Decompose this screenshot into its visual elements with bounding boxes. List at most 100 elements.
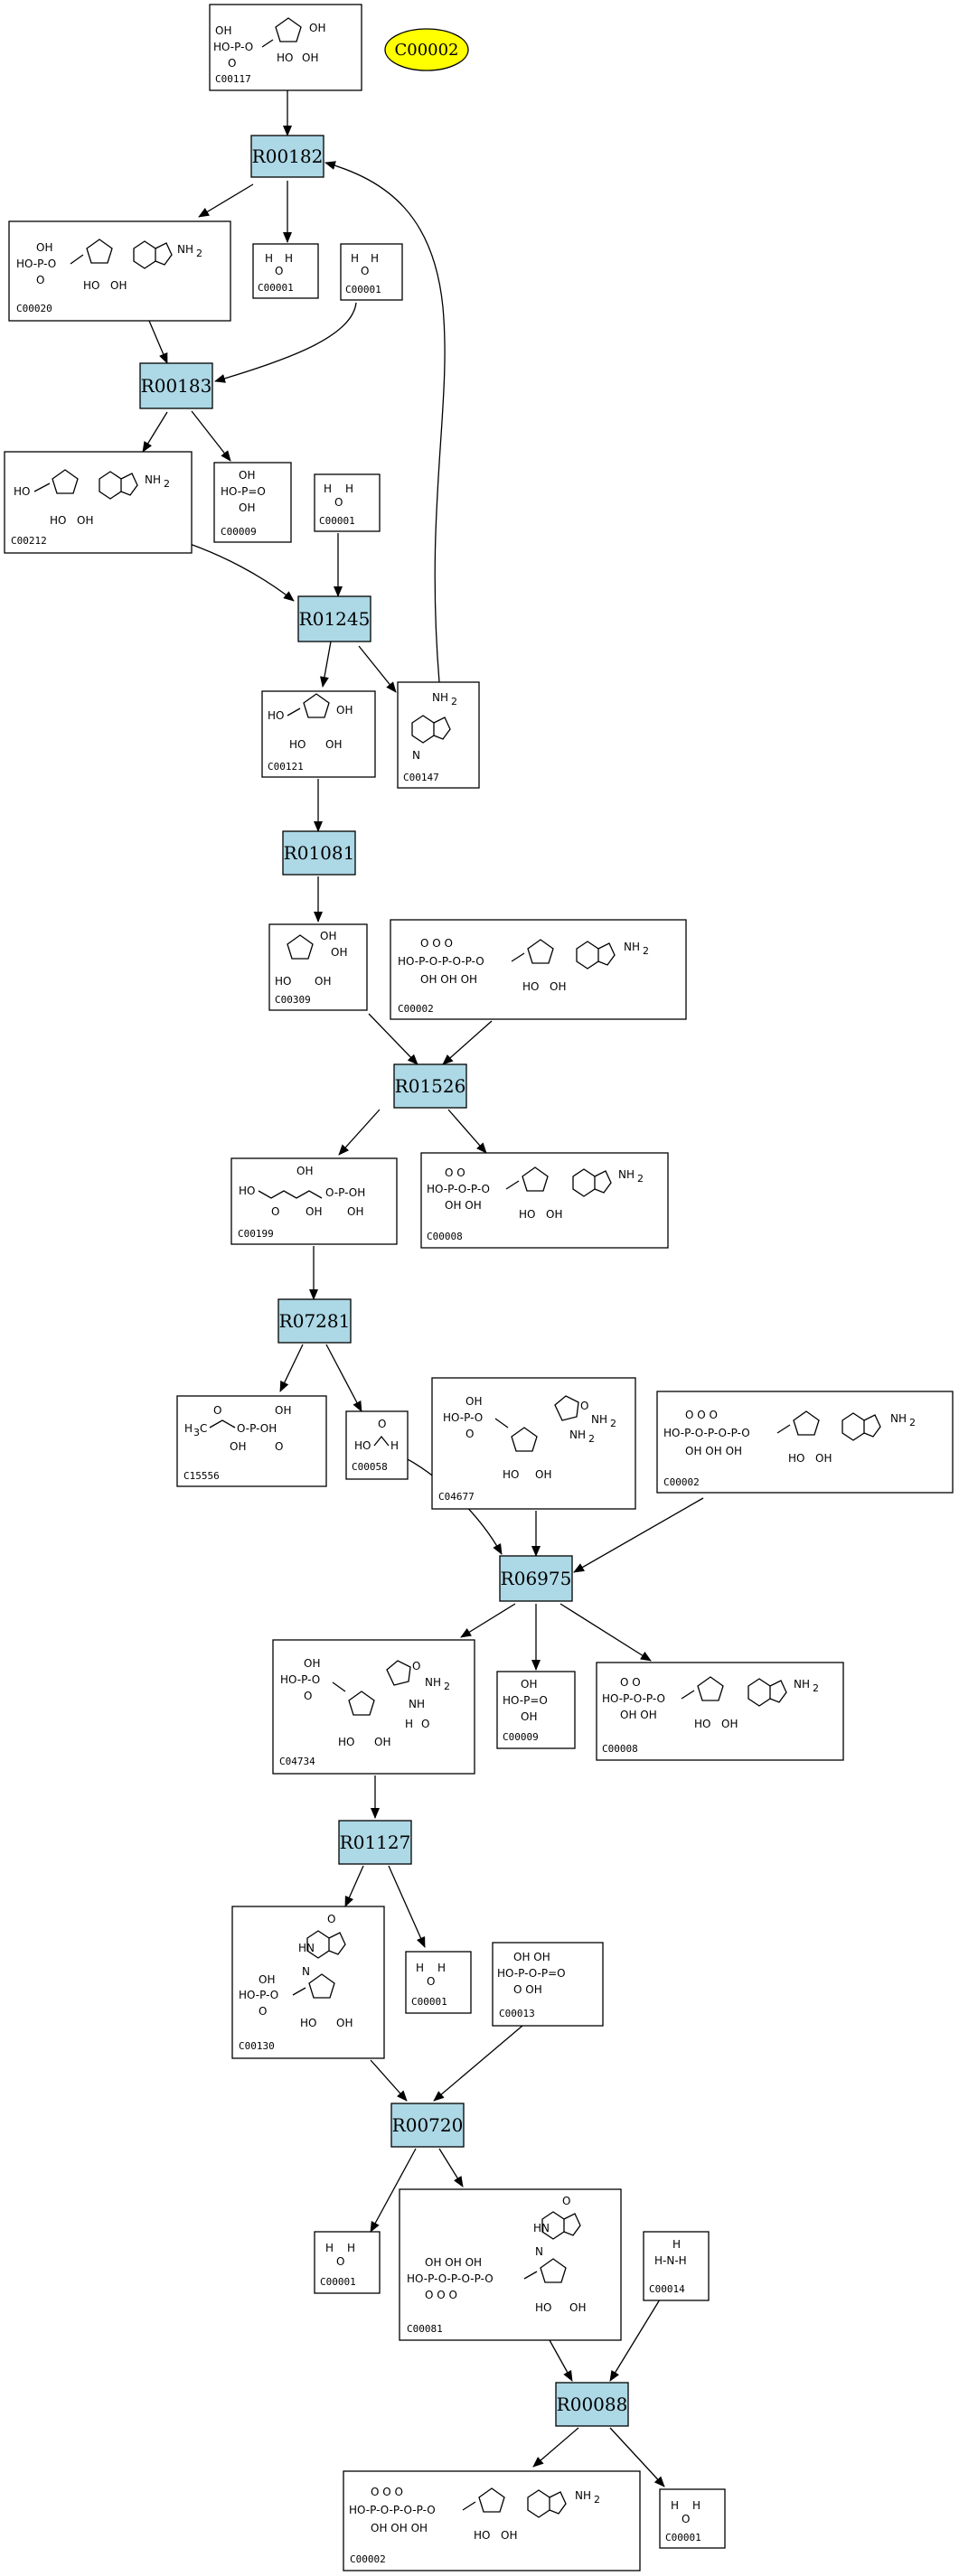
compound-node-c00009[interactable]: OH HO-P=O OH C00009 [213,462,292,543]
reaction-node-r00088[interactable]: R00088 [555,2382,629,2427]
svg-text:HO: HO [275,975,291,988]
reaction-node-r00720[interactable]: R00720 [390,2103,465,2148]
svg-text:H-N-H: H-N-H [654,2254,687,2267]
edge [358,645,397,693]
svg-text:HO: HO [788,1452,804,1465]
reaction-label: R06975 [501,1568,572,1589]
compound-node-c00001[interactable]: H H O C00001 [405,1951,472,2014]
svg-text:O-P-OH: O-P-OH [325,1186,365,1199]
svg-text:2: 2 [588,1433,595,1445]
edge [368,1013,418,1065]
compound-node-c00001[interactable]: H H O C00001 [252,243,319,299]
compound-label: C00002 [663,1476,700,1488]
reaction-label: R00720 [392,2114,464,2136]
compound-node-c00020[interactable]: OH HO-P-O O HO OH NH 2 C00020 [8,220,231,322]
reaction-node-r01127[interactable]: R01127 [338,1820,412,1865]
svg-text:NH: NH [624,941,640,953]
compound-node-c04734[interactable]: OH HO-P-O O HO OH O NH 2 NH H O C04734 [272,1639,475,1775]
compound-node-c00117[interactable]: OH HO-P-O O OH HO OH C00117 [209,4,362,91]
compound-node-c00001[interactable]: H H O C00001 [314,473,381,532]
compound-node-c00014[interactable]: H H-N-H C00014 [643,2231,710,2301]
svg-text:O: O [580,1400,588,1412]
svg-text:O: O [334,496,343,509]
svg-text:NH: NH [618,1168,635,1181]
svg-text:O: O [682,2513,690,2525]
structure-drawing: O O HO-P-O-P-O OH OH HO OH NH 2 [427,1166,644,1221]
compound-node-c00002[interactable]: O O O HO-P-O-P-O-P-O OH OH OH HO OH NH 2… [656,1391,954,1494]
svg-text:O: O [36,274,44,286]
svg-text:HO: HO [354,1439,371,1452]
reaction-node-r01526[interactable]: R01526 [393,1063,467,1109]
svg-text:H: H [351,252,359,265]
svg-text:O: O [336,2255,344,2268]
svg-text:OH: OH [77,514,93,527]
svg-text:O: O [304,1690,312,1702]
svg-text:OH: OH [325,738,342,751]
compound-node-c00001[interactable]: H H O C00001 [659,2488,726,2549]
structure-drawing: O O HO-P-O-P-O OH OH HO OH NH 2 [602,1676,819,1730]
compound-node-c00002[interactable]: O O O HO-P-O-P-O-P-O OH OH OH HO OH NH 2… [390,919,687,1020]
compound-label: C00058 [352,1461,388,1473]
compound-node-c00009[interactable]: OH HO-P=O OH C00009 [496,1671,576,1749]
edge [549,2339,573,2382]
structure-drawing: OH HO-P-O O HO OH NH 2 [16,239,202,292]
compound-node-c00212[interactable]: HO HO OH NH 2 C00212 [4,451,193,554]
svg-text:H: H [405,1718,413,1730]
compound-node-c00121[interactable]: HO OH HO OH C00121 [261,690,376,778]
reaction-node-r00183[interactable]: R00183 [139,362,213,409]
compound-node-c00001[interactable]: H H O C00001 [340,243,403,301]
svg-text:HO-P-O-P=O: HO-P-O-P=O [497,1967,566,1980]
compound-node-c00309[interactable]: OH OH HO OH C00309 [268,923,368,1011]
compound-node-c15556[interactable]: O OH H 3 C O-P-OH OH O C15556 [176,1395,327,1487]
svg-text:OH: OH [336,2017,353,2029]
compound-label: C00001 [258,282,294,294]
reaction-node-r07281[interactable]: R07281 [277,1298,352,1344]
svg-text:OH: OH [501,2529,517,2542]
compound-node-c00058[interactable]: O HO H C00058 [345,1410,409,1480]
reaction-node-r01081[interactable]: R01081 [282,830,356,876]
svg-text:2: 2 [444,1681,450,1692]
svg-text:NH: NH [177,243,193,256]
structure-drawing: O O O HO-P-O-P-O-P-O OH OH OH HO OH NH 2 [663,1409,916,1465]
compound-node-c00199[interactable]: OH HO O-P-OH O OH OH C00199 [230,1157,398,1245]
svg-text:OH: OH [336,704,353,717]
structure-drawing: H H O [265,252,293,277]
edge [214,302,357,383]
standalone-compound-node[interactable]: C00002 [384,28,469,71]
compound-node-c00147[interactable]: NH 2 N C00147 [397,681,480,789]
svg-text:2: 2 [610,1418,616,1429]
compound-label: C15556 [183,1470,220,1482]
svg-text:OH: OH [721,1718,738,1730]
structure-drawing: H H O [671,2499,700,2525]
compound-node-c00001[interactable]: H H O C00001 [314,2231,381,2294]
edge [142,411,168,453]
structure-drawing: OH HO-P=O OH [503,1678,548,1723]
svg-text:2: 2 [637,1173,644,1185]
compound-node-c00008[interactable]: O O HO-P-O-P-O OH OH HO OH NH 2 C00008 [420,1152,669,1249]
reaction-node-r01245[interactable]: R01245 [297,595,371,642]
svg-text:OH: OH [315,975,331,988]
compound-node-c00013[interactable]: OH OH HO-P-O-P=O O OH C00013 [492,1942,604,2027]
edge [559,1603,652,1662]
compound-node-c00002[interactable]: O O O HO-P-O-P-O-P-O OH OH OH HO OH NH 2… [343,2470,641,2571]
svg-text:HN: HN [533,2222,550,2234]
svg-text:HO: HO [694,1718,710,1730]
compound-label: C00001 [665,2532,701,2543]
svg-text:H: H [345,482,353,495]
compound-node-c00130[interactable]: O HN N OH HO-P-O O HO OH C00130 [231,1906,385,2059]
edge [442,1020,493,1065]
svg-text:OH: OH [535,1468,551,1481]
reaction-label: R01081 [284,842,355,864]
reaction-node-r00182[interactable]: R00182 [250,135,324,178]
compound-label: C00309 [275,994,311,1006]
reaction-node-r06975[interactable]: R06975 [499,1555,573,1602]
svg-text:HO: HO [503,1468,519,1481]
svg-text:H: H [692,2499,700,2512]
compound-node-c00008[interactable]: O O HO-P-O-P-O OH OH HO OH NH 2 C00008 [596,1662,844,1761]
svg-text:H: H [416,1962,424,1974]
svg-text:O-P-OH: O-P-OH [237,1422,277,1435]
svg-text:NH: NH [591,1413,607,1426]
compound-node-c00081[interactable]: O HN N OH OH OH HO-P-O-P-O-P-O O O O HO … [399,2188,622,2341]
structure-drawing: O OH H 3 C O-P-OH OH O [184,1404,291,1453]
compound-node-c04677[interactable]: OH HO-P-O O HO OH O NH 2 NH 2 C04677 [431,1377,636,1510]
